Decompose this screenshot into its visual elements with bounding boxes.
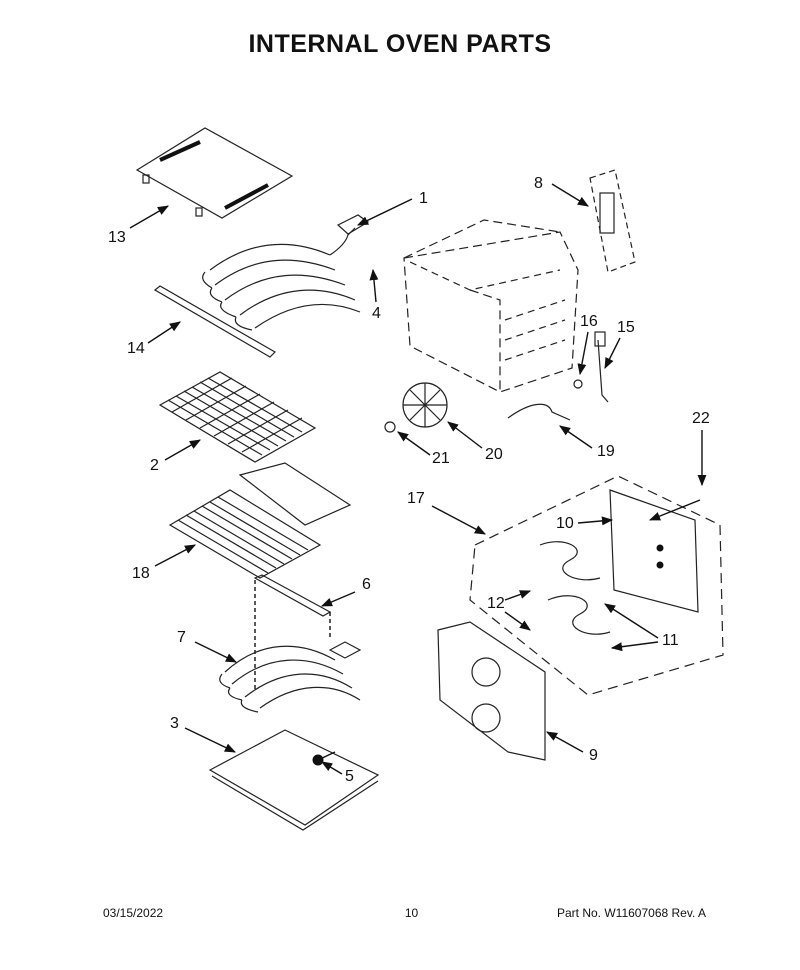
part-18-roller-rack bbox=[168, 462, 352, 579]
footer-date: 03/15/2022 bbox=[103, 906, 164, 920]
part-20-fan-blade bbox=[402, 382, 448, 428]
callout-7-label: 7 bbox=[177, 629, 186, 646]
callout-9: 9 bbox=[546, 731, 598, 764]
callout-3: 3 bbox=[170, 715, 237, 753]
callout-16: 16 bbox=[577, 313, 598, 376]
callout-1-label: 1 bbox=[419, 190, 428, 207]
callout-22: 22 bbox=[648, 410, 710, 521]
callout-9-label: 9 bbox=[589, 747, 598, 764]
callout-18: 18 bbox=[132, 544, 196, 582]
callout-10-label: 10 bbox=[556, 515, 574, 532]
callout-16-label: 16 bbox=[580, 313, 598, 330]
callout-20: 20 bbox=[447, 421, 503, 463]
callout-5: 5 bbox=[321, 761, 354, 785]
part-19-probe bbox=[507, 403, 571, 421]
callout-22-label: 22 bbox=[692, 410, 710, 427]
callout-15-label: 15 bbox=[617, 319, 635, 336]
callout-8: 8 bbox=[534, 175, 589, 207]
callout-19: 19 bbox=[559, 425, 615, 460]
part-13-top-panel bbox=[135, 127, 294, 219]
callout-12-label: 12 bbox=[487, 595, 505, 612]
broil-element bbox=[202, 214, 370, 331]
part-6-strip bbox=[253, 574, 332, 690]
callout-13-label: 13 bbox=[108, 229, 126, 246]
callout-20-label: 20 bbox=[485, 446, 503, 463]
part-17-convection-assembly bbox=[469, 475, 724, 696]
part-9-convection-cover bbox=[437, 621, 546, 761]
callout-6-label: 6 bbox=[362, 576, 371, 593]
part-16-grommet bbox=[573, 379, 583, 389]
callout-11-label: 11 bbox=[662, 632, 679, 649]
callout-14-label: 14 bbox=[127, 340, 145, 357]
callout-3-label: 3 bbox=[170, 715, 179, 732]
part-21-nut bbox=[384, 421, 396, 433]
callout-4: 4 bbox=[369, 268, 381, 322]
callout-17-label: 17 bbox=[407, 490, 425, 507]
callout-21: 21 bbox=[397, 431, 450, 467]
page-title: INTERNAL OVEN PARTS bbox=[248, 30, 552, 58]
callout-12: 12 bbox=[487, 590, 532, 631]
callout-6: 6 bbox=[320, 576, 371, 607]
callout-2: 2 bbox=[150, 439, 201, 474]
callout-19-label: 19 bbox=[597, 443, 615, 460]
callout-11: 11 bbox=[604, 603, 679, 652]
part-14-bar bbox=[153, 285, 276, 358]
callout-5-label: 5 bbox=[345, 768, 354, 785]
part-2-oven-rack bbox=[158, 371, 317, 463]
callout-14: 14 bbox=[127, 321, 181, 357]
callout-13: 13 bbox=[108, 205, 169, 246]
part-8-bracket bbox=[589, 169, 636, 273]
oven-cavity bbox=[403, 219, 579, 393]
callout-15: 15 bbox=[604, 319, 635, 370]
callout-21-label: 21 bbox=[432, 450, 450, 467]
footer-page-number: 10 bbox=[404, 906, 419, 920]
part-15-sensor bbox=[594, 331, 609, 403]
callout-18-label: 18 bbox=[132, 565, 150, 582]
callout-2-label: 2 bbox=[150, 457, 159, 474]
callout-17: 17 bbox=[407, 490, 486, 535]
part-3-bottom-panel bbox=[208, 729, 380, 831]
part-7-bake-element bbox=[219, 641, 362, 713]
footer-part-number: Part No. W11607068 Rev. A bbox=[557, 906, 706, 920]
callout-4-label: 4 bbox=[372, 305, 381, 322]
callout-8-label: 8 bbox=[534, 175, 543, 192]
callout-1: 1 bbox=[356, 190, 428, 226]
callout-7: 7 bbox=[177, 629, 238, 663]
callout-10: 10 bbox=[556, 515, 614, 532]
